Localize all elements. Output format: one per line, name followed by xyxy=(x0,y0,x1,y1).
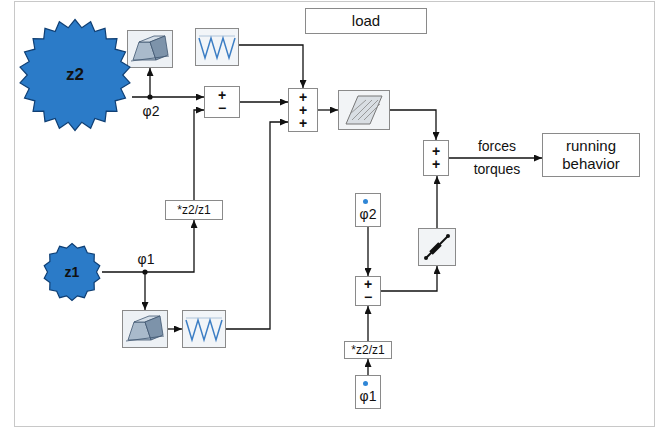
damper-icon xyxy=(419,229,456,266)
node-text: + xyxy=(432,145,440,158)
speed-box: φ1 xyxy=(355,375,381,409)
signal-lines xyxy=(145,45,437,329)
stiffness-wave-icon xyxy=(196,29,239,66)
summing-junction: +++ xyxy=(288,88,318,132)
signal-connector xyxy=(449,157,542,158)
tooth-profile-icon xyxy=(123,311,168,348)
node-text: + xyxy=(364,278,372,291)
gain-box: *z2/z1 xyxy=(165,200,223,220)
node-text: + xyxy=(299,91,307,104)
signal-label: torques xyxy=(473,161,522,177)
node-text: *z2/z1 xyxy=(351,343,384,357)
node-text: + xyxy=(299,117,307,130)
gear-label: z2 xyxy=(66,65,84,85)
node-text: + xyxy=(432,158,440,171)
stiffness-wave-icon xyxy=(183,311,226,348)
speed-box: φ2 xyxy=(355,193,381,227)
node-text: φ2 xyxy=(360,198,377,222)
signal-connector xyxy=(367,306,368,341)
node-text: load xyxy=(352,12,380,30)
signal-connector xyxy=(102,220,194,272)
gear-body xyxy=(44,244,100,301)
tooth-profile-icon xyxy=(128,31,173,68)
load-box: load xyxy=(305,8,427,34)
gear-z1: z1 xyxy=(42,242,102,302)
signal-label: forces xyxy=(477,138,517,154)
signal-label: φ2 xyxy=(142,103,161,119)
node-text: + xyxy=(299,104,307,117)
signal-label: φ1 xyxy=(137,251,156,267)
gear-label: z1 xyxy=(65,264,80,280)
gear-body xyxy=(20,20,130,131)
summing-junction: ++ xyxy=(423,140,449,176)
node-text: *z2/z1 xyxy=(177,203,210,217)
derivative-dot xyxy=(363,199,368,204)
signal-connector xyxy=(240,101,288,102)
signal-connector xyxy=(367,227,368,276)
node-text: running behavior xyxy=(543,137,639,173)
node-text: − xyxy=(218,102,226,115)
node-text: φ1 xyxy=(360,380,377,404)
node-text: − xyxy=(364,291,372,304)
friction-icon xyxy=(339,91,390,130)
gear-z2: z2 xyxy=(18,18,132,132)
frame xyxy=(15,2,655,427)
signal-connector xyxy=(132,96,204,97)
output-box: running behavior xyxy=(542,133,640,177)
gain-box: *z2/z1 xyxy=(344,341,392,359)
signal-connector xyxy=(194,110,204,200)
signal-connector xyxy=(367,359,368,375)
summing-junction: +− xyxy=(355,276,381,306)
node-text: + xyxy=(218,89,226,102)
summing-junction: +− xyxy=(204,86,240,118)
derivative-dot xyxy=(363,381,368,386)
